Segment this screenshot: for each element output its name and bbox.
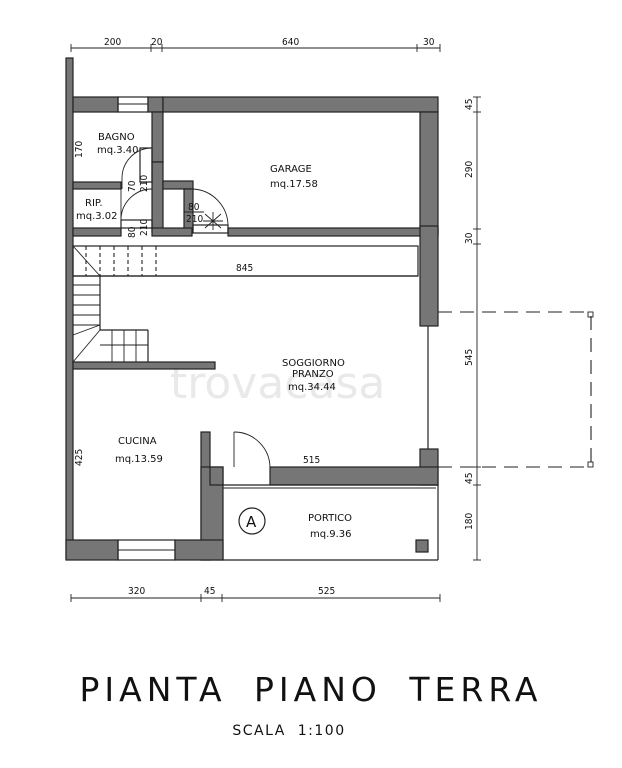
room-cucina-area: mq.13.59 [115, 454, 163, 465]
dim-top-200: 200 [104, 37, 121, 48]
dim-210c: 210 [186, 214, 203, 225]
dim-425: 425 [74, 449, 85, 466]
dim-845: 845 [236, 263, 253, 274]
room-labels: BAGNO mq.3.40 RIP. mq.3.02 GARAGE mq.17.… [76, 132, 352, 540]
room-cucina-name: CUCINA [118, 436, 157, 447]
entrance-marker-letter: A [246, 513, 257, 531]
dashed-extension [438, 311, 594, 468]
dim-right-545: 545 [464, 349, 475, 366]
room-rip-name: RIP. [85, 198, 103, 209]
room-garage-area: mq.17.58 [270, 179, 318, 190]
dim-210b: 210 [139, 219, 150, 236]
dim-top-640: 640 [282, 37, 299, 48]
stairs [72, 245, 419, 363]
dim-70: 70 [127, 180, 138, 192]
dim-right-290: 290 [464, 161, 475, 178]
dim-80b: 80 [188, 202, 200, 213]
room-rip-area: mq.3.02 [76, 211, 118, 222]
dim-right-45a: 45 [464, 99, 475, 110]
dim-80a: 80 [127, 226, 138, 238]
doors [120, 147, 271, 468]
right-dimension-line: 45 290 30 545 45 180 [464, 96, 481, 561]
dim-right-180: 180 [464, 513, 475, 530]
room-soggiorno-name: SOGGIORNO [282, 358, 345, 369]
dim-170: 170 [74, 141, 85, 158]
room-pranzo-name: PRANZO [292, 369, 334, 380]
dim-right-30: 30 [464, 232, 475, 244]
bottom-dimension-line: 320 45 525 [70, 586, 441, 602]
room-bagno-name: BAGNO [98, 132, 135, 143]
vent-icon [203, 212, 223, 230]
room-bagno-area: mq.3.40 [97, 145, 139, 156]
top-dimension-line: 200 20 640 30 [70, 37, 441, 52]
dim-bottom-320: 320 [128, 586, 145, 597]
dim-top-30: 30 [423, 37, 435, 48]
walls [65, 57, 439, 561]
room-portico-name: PORTICO [308, 513, 352, 524]
dim-515: 515 [303, 455, 320, 466]
dim-right-45b: 45 [464, 473, 475, 484]
drawing-scale: SCALA 1:100 [232, 723, 346, 739]
entrance-marker: A [238, 507, 266, 535]
room-garage-name: GARAGE [270, 164, 312, 175]
room-soggiorno-area: mq.34.44 [288, 382, 336, 393]
portico-outline [223, 484, 439, 561]
dim-210a: 210 [139, 175, 150, 192]
inner-dimensions: 845 515 170 425 70 210 80 210 80 210 [74, 141, 320, 466]
room-portico-area: mq.9.36 [310, 529, 352, 540]
drawing-title: PIANTA PIANO TERRA [79, 670, 543, 709]
dim-top-20: 20 [151, 37, 163, 48]
dim-bottom-525: 525 [318, 586, 335, 597]
dim-bottom-45: 45 [204, 586, 215, 597]
